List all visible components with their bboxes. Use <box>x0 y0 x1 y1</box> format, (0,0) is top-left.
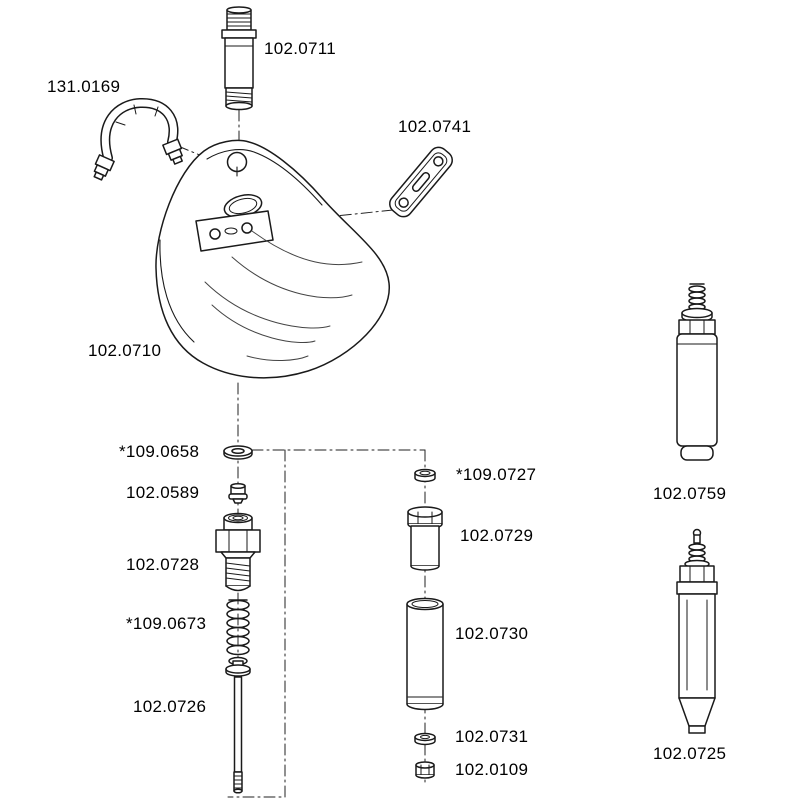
part-label-washer-right: *109.0727 <box>456 465 537 484</box>
part-label-pipe: 102.0711 <box>264 39 337 58</box>
part-label-washer-top: *109.0658 <box>119 442 200 461</box>
part-label-nut: 102.0109 <box>455 760 529 779</box>
part-label-valve-body: 102.0728 <box>126 555 200 574</box>
part-label-washer-small: 102.0731 <box>455 727 529 746</box>
seat-0589-drawing <box>228 482 248 504</box>
nut-0109-drawing <box>415 761 435 779</box>
pin-0726-drawing <box>225 656 251 794</box>
part-label-spring: *109.0673 <box>126 614 207 633</box>
pipe-drawing <box>221 6 257 111</box>
bowl-drawing <box>155 139 390 379</box>
assembly-0759-drawing <box>676 283 718 461</box>
spring-0673-drawing <box>226 599 250 656</box>
part-label-tube: 102.0730 <box>455 624 529 643</box>
hose-drawing <box>93 98 183 181</box>
part-label-pin: 102.0726 <box>133 697 207 716</box>
washer-0731-drawing <box>414 732 436 746</box>
fitting-0729-drawing <box>407 506 443 571</box>
bracket-drawing <box>389 146 453 218</box>
washer-0658-drawing <box>223 445 253 460</box>
valvebody-0728-drawing <box>215 512 261 592</box>
washer-0727-drawing <box>414 468 436 483</box>
tube-0730-drawing <box>406 597 444 711</box>
part-label-assembly-b: 102.0725 <box>653 744 727 763</box>
part-label-fitting: 102.0729 <box>460 526 534 545</box>
part-label-bowl: 102.0710 <box>88 341 162 360</box>
assembly-0725-drawing <box>676 528 718 734</box>
part-label-bracket: 102.0741 <box>398 117 472 136</box>
part-label-seat: 102.0589 <box>126 483 200 502</box>
part-label-assembly-a: 102.0759 <box>653 484 727 503</box>
part-label-hose: 131.0169 <box>47 77 121 96</box>
